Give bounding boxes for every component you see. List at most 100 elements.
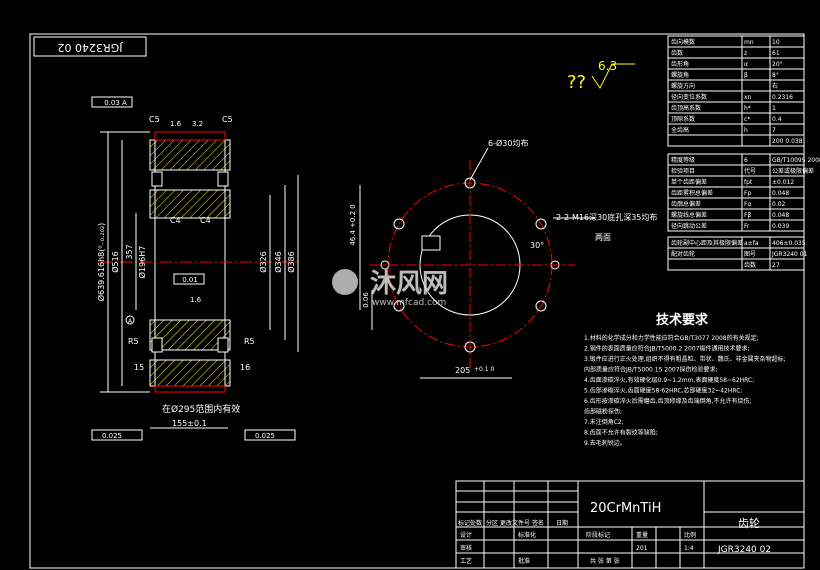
watermark-url: www.mfcad.com [372, 298, 446, 308]
param-value: 0.048 [772, 190, 789, 197]
drawing-number-rotated: JGR3240 02 [58, 41, 124, 54]
param-name: 径向变位系数 [671, 93, 707, 101]
svg-text:2-2-M16深30底孔深35均布: 2-2-M16深30底孔深35均布 [556, 212, 657, 222]
svg-text:0.01: 0.01 [182, 276, 198, 284]
param-symbol: 图号 [744, 251, 756, 258]
tech-line: 齿部磁粉探伤; [584, 408, 622, 416]
param-name: 螺旋角 [671, 71, 689, 79]
svg-text:日期: 日期 [556, 519, 568, 527]
param-value: 200 0.038 [772, 138, 803, 145]
tech-line: 9.去毛刺锐边。 [584, 439, 626, 447]
svg-text:标记: 标记 [458, 519, 470, 527]
param-name: 齿形角 [671, 60, 689, 68]
param-symbol: h* [744, 105, 751, 112]
svg-text:46.4 +0.2 0: 46.4 +0.2 0 [349, 204, 357, 246]
param-value: 右 [772, 82, 778, 90]
svg-text:6.3: 6.3 [598, 59, 617, 73]
param-symbol: fpt [744, 179, 753, 186]
rotated-drawing-number: JGR3240 02 [33, 36, 147, 57]
tech-line: 6.齿形按渗碳淬火后需磨齿,齿顶修缘及齿端倒角,不允许有烧伤; [584, 397, 752, 405]
param-value: 7 [772, 127, 776, 134]
svg-text:R5: R5 [128, 337, 139, 346]
svg-text:Ø346: Ø346 [273, 251, 283, 273]
part-name: 齿轮 [738, 516, 760, 530]
param-value: 20° [772, 61, 783, 68]
svg-text:R5: R5 [244, 337, 255, 346]
svg-text:C5: C5 [222, 115, 233, 124]
svg-text:分区: 分区 [486, 519, 498, 527]
svg-text:在Ø295范围内有效: 在Ø295范围内有效 [162, 403, 240, 415]
svg-text:0.025: 0.025 [255, 432, 275, 440]
svg-text:A: A [128, 318, 133, 325]
roughness-symbol: ?? 6.3 [567, 59, 635, 93]
param-name: 齿距累积总偏差 [671, 189, 713, 197]
tech-line: 8.齿面不允许有裂纹等缺陷; [584, 429, 658, 437]
tech-line: 7.未注倒角C2; [584, 418, 624, 426]
param-symbol: h [744, 127, 748, 134]
param-symbol: Fβ [744, 212, 751, 219]
param-symbol: α [744, 61, 748, 68]
watermark: 沐风网 www.mfcad.com [332, 269, 448, 308]
param-name: 螺旋线总偏差 [671, 211, 707, 219]
svg-text:C4: C4 [170, 216, 181, 225]
tech-line: 5.齿部渗碳淬火,齿面硬度58-62HRC,芯部硬度32~42HRC; [584, 387, 742, 395]
param-symbol: Fp [744, 190, 751, 197]
svg-text:0.025: 0.025 [102, 432, 122, 440]
param-value: 公差或极限偏差 [772, 167, 814, 175]
svg-text:357: 357 [125, 244, 134, 259]
param-symbol: xn [744, 94, 752, 101]
param-name: 径向跳动公差 [671, 222, 707, 230]
svg-text:??: ?? [567, 72, 586, 93]
param-value: GB/T10095 2008 [772, 157, 820, 164]
svg-text:A: A [122, 99, 127, 107]
drawing-frame [29, 33, 805, 569]
param-value: 8° [772, 72, 779, 79]
svg-text:Ø639.616h8(⁰₋₀.₂₀₂): Ø639.616h8(⁰₋₀.₂₀₂) [96, 223, 106, 302]
param-symbol: Fr [744, 223, 750, 230]
param-value: 0.048 [772, 212, 789, 219]
svg-text:比例: 比例 [684, 531, 696, 539]
svg-text:1.6: 1.6 [170, 120, 182, 128]
param-symbol: c* [744, 116, 750, 123]
param-value: JGR3240 01 [771, 251, 808, 258]
svg-text:0.03: 0.03 [104, 99, 120, 107]
material: 20CrMnTiH [590, 501, 661, 516]
svg-text:共 张 第 张: 共 张 第 张 [590, 557, 620, 565]
param-name: 齿向模数 [671, 38, 695, 46]
param-value: 61 [772, 50, 780, 57]
param-value: 0.039 [772, 223, 789, 230]
svg-text:工艺: 工艺 [460, 557, 472, 565]
param-name: 配对齿轮 [671, 250, 695, 258]
tech-line: 内部质量应符合JB/T5000.15 2007探伤检验要求; [584, 366, 718, 374]
param-symbol: 6 [744, 157, 748, 164]
svg-text:15: 15 [134, 363, 144, 372]
tech-requirements: 技术要求 1.材料的化学成分和力学性能应符合GB/T3077 2008的有关规定… [584, 312, 786, 447]
svg-text:+0.1 0: +0.1 0 [474, 366, 494, 373]
param-name: 单个齿距偏差 [671, 178, 707, 186]
param-value: 0.02 [772, 201, 786, 208]
param-symbol: 齿数 [744, 261, 756, 269]
svg-text:16: 16 [240, 363, 250, 372]
tech-line: 3.锻件应进行正火处理,组织不得有粗晶粒、带状、魏氏、非金属夹杂物超标; [584, 355, 786, 363]
svg-text:批准: 批准 [518, 557, 530, 565]
param-name: 顶隙系数 [671, 115, 695, 123]
svg-text:1:4: 1:4 [684, 545, 694, 552]
tech-line: 2.钢件的表面质量应符合JB/T5000.2 2007锻件通用技术要求; [584, 345, 750, 353]
svg-text:Ø516: Ø516 [110, 251, 120, 273]
svg-text:3.2: 3.2 [192, 120, 203, 128]
tech-title: 技术要求 [656, 312, 709, 328]
svg-text:签名: 签名 [532, 519, 544, 527]
svg-text:阶段标记: 阶段标记 [586, 531, 610, 539]
watermark-brand: 沐风网 [370, 269, 448, 299]
svg-text:30°: 30° [530, 241, 544, 250]
param-name: 齿轮副中心距及其极限偏差 [671, 239, 743, 247]
drawing-number: JGR3240 02 [717, 545, 771, 555]
svg-text:设计: 设计 [460, 531, 472, 539]
title-block: 20CrMnTiH 齿轮 JGR3240 02 标记 处数 分区 更改文件号 签… [455, 480, 805, 569]
param-symbol: 代号 [744, 167, 756, 175]
param-name: 齿顶高系数 [671, 104, 701, 112]
svg-text:1.6: 1.6 [190, 296, 202, 304]
svg-text:处数: 处数 [470, 519, 482, 527]
tech-line: 1.材料的化学成分和力学性能应符合GB/T3077 2008的有关规定; [584, 334, 759, 342]
